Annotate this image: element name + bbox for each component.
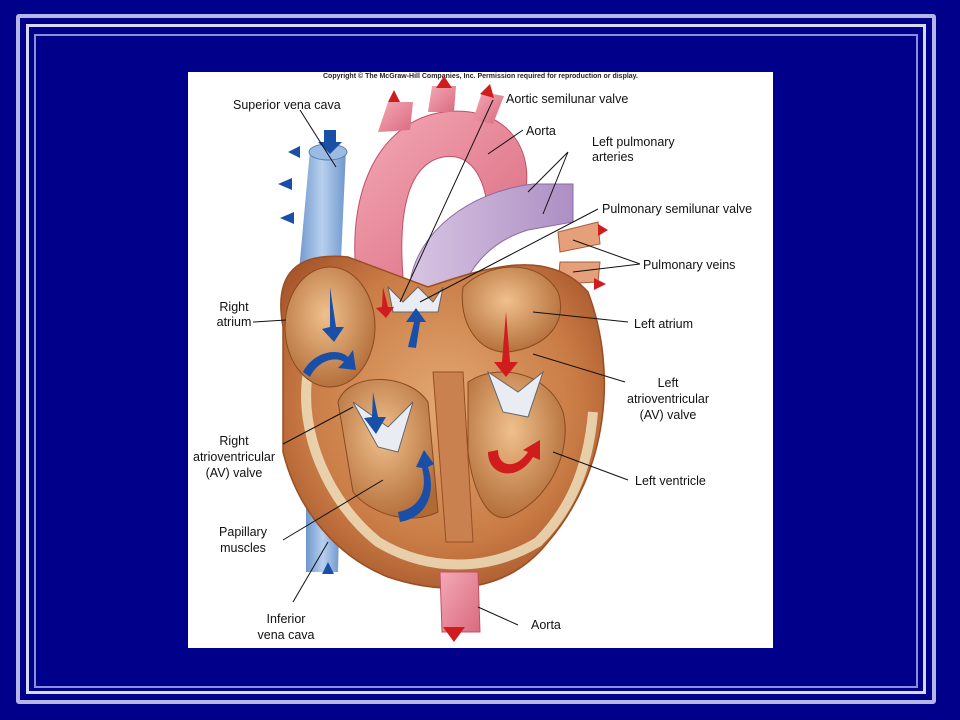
- superior-vena-cava-vessel: [298, 150, 346, 282]
- label-left-atrium: Left atrium: [634, 317, 694, 331]
- label-right-av-valve-line1: Right: [219, 434, 249, 448]
- label-aorta-top: Aorta: [526, 124, 556, 138]
- label-right-av-valve-line3: (AV) valve: [205, 466, 263, 480]
- label-left-pulmonary-arteries-line1: Left pulmonary: [592, 135, 675, 149]
- label-left-ventricle: Left ventricle: [635, 474, 706, 488]
- left-av-valve-leaflets: [486, 370, 545, 418]
- oxygenated-flow-arrows: [376, 76, 608, 642]
- label-right-av-valve-line2: atrioventricular: [193, 450, 275, 464]
- label-pulmonary-veins: Pulmonary veins: [643, 258, 736, 272]
- interventricular-septum: [432, 371, 474, 543]
- label-left-av-valve-line3: (AV) valve: [639, 408, 697, 422]
- left-ventricle-chamber: [467, 371, 566, 518]
- label-papillary-muscles-line1: Papillary: [219, 525, 267, 539]
- heart-illustration: [252, 76, 641, 642]
- label-right-atrium-line1: Right: [219, 300, 249, 314]
- slide-frame-inner-line: [34, 34, 918, 688]
- label-left-av-valve-line1: Left: [657, 376, 679, 390]
- label-superior-vena-cava: Superior vena cava: [233, 98, 341, 112]
- pulmonary-veins-vessel: [557, 221, 601, 253]
- label-right-atrium-line2: atrium: [216, 315, 252, 329]
- label-inferior-vena-cava-line1: Inferior: [266, 612, 306, 626]
- semilunar-valves: [387, 285, 444, 313]
- left-atrium-chamber: [461, 266, 562, 353]
- label-papillary-muscles-line2: muscles: [220, 541, 266, 555]
- slide-frame-outer: [16, 14, 936, 704]
- label-aorta-bottom: Aorta: [531, 618, 561, 632]
- label-pulmonary-semilunar-valve: Pulmonary semilunar valve: [602, 202, 753, 216]
- label-leader-lines: [252, 99, 641, 626]
- descending-aorta-vessel: [439, 571, 481, 633]
- label-left-av-valve-line2: atrioventricular: [627, 392, 709, 406]
- label-left-pulmonary-arteries-line2: arteries: [592, 150, 634, 164]
- heart-figure-panel: Copyright © The McGraw-Hill Companies, I…: [188, 72, 773, 648]
- slide-frame-inner: [26, 24, 926, 694]
- label-aortic-semilunar-valve: Aortic semilunar valve: [506, 92, 629, 106]
- label-inferior-vena-cava-line2: vena cava: [257, 628, 315, 642]
- copyright-notice: Copyright © The McGraw-Hill Companies, I…: [322, 73, 639, 80]
